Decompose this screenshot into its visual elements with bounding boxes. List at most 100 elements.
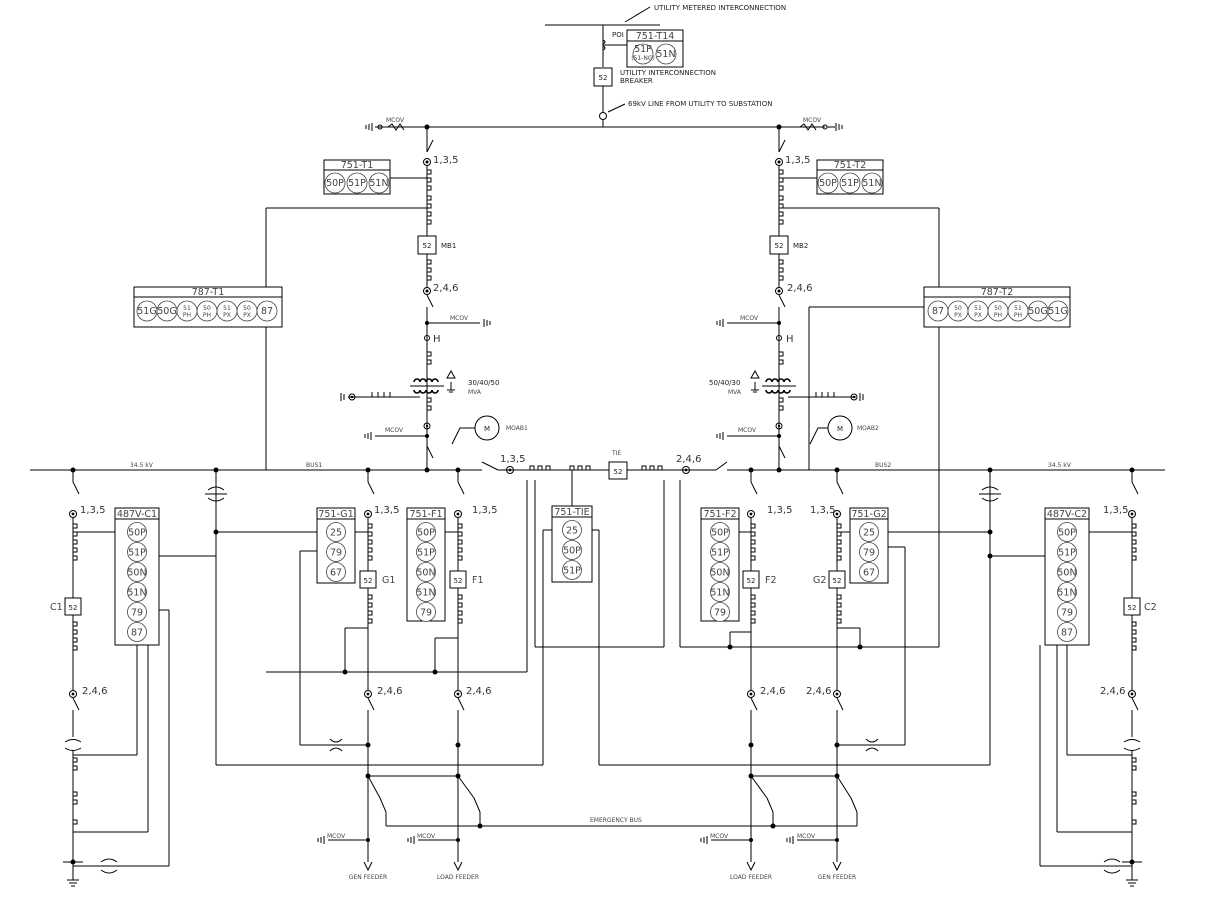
left-xfmr-rating: 30/40/50 xyxy=(468,379,499,387)
relay-func-circle xyxy=(1047,300,1069,322)
relay-title: 487V-C2 xyxy=(1047,509,1087,520)
relay-func: 87 xyxy=(261,306,273,317)
feeder-sw-bot-label: 2,4,6 xyxy=(806,686,831,697)
relay-func: 79 xyxy=(420,608,432,619)
relay-func: 51 xyxy=(183,305,191,312)
relay-title: 787-T1 xyxy=(192,287,225,298)
relay-func-circle xyxy=(127,562,147,582)
feeder-sw-top-label: 1,3,5 xyxy=(374,505,399,516)
relay-func: 51 xyxy=(974,305,982,312)
right-sw-bot-label: 2,4,6 xyxy=(787,283,812,294)
feeder-sw-top-label: 1,3,5 xyxy=(1103,505,1128,516)
relay-title: 751-T1 xyxy=(341,160,374,171)
utility-breaker-label-2: BREAKER xyxy=(620,77,653,85)
relay-func-circle xyxy=(127,522,147,542)
relay-func: 50G xyxy=(157,306,176,317)
relay-func: 51P xyxy=(1058,548,1076,559)
relay-func-sub: PH xyxy=(994,312,1002,319)
breaker-num: 52 xyxy=(364,577,373,585)
gen-feeder-left: GEN FEEDER xyxy=(349,874,387,881)
relay-func: 50P xyxy=(819,178,837,189)
relay-func-circle xyxy=(1057,522,1077,542)
relay-func-sub: PX xyxy=(954,312,962,319)
motor-symbol: M xyxy=(837,425,843,433)
breaker-c1-label: C1 xyxy=(50,602,63,613)
mcov-right-xfmr-bot: MCOV xyxy=(738,427,757,434)
right-sw-top-label: 1,3,5 xyxy=(785,155,810,166)
relay-func-circle xyxy=(710,602,730,622)
relay-func: 50 xyxy=(954,305,962,312)
feeder-sw-bot-label: 2,4,6 xyxy=(466,686,491,697)
relay-func: 79 xyxy=(330,548,342,559)
relay-func: 50P xyxy=(128,528,146,539)
relay-func-circle xyxy=(416,602,436,622)
relay-func-sub: (51-NG) xyxy=(631,55,655,62)
relay-func: 50 xyxy=(203,305,211,312)
relay-func: 25 xyxy=(330,528,342,539)
tie-label: TIE xyxy=(611,450,621,457)
bus-voltage-left: 34.5 kV xyxy=(130,462,154,469)
bus1-label: BUS1 xyxy=(306,462,322,469)
utility-section: UTILITY METERED INTERCONNECTION POI 751-… xyxy=(365,4,843,131)
relay-751-t14[interactable]: 751-T14 51P (51-NG) 51N xyxy=(626,29,684,68)
relay-751-t1[interactable]: 751-T1 50P 51P 51N xyxy=(323,159,391,195)
relay-func: 50P xyxy=(326,178,344,189)
utility-line-label: 69kV LINE FROM UTILITY TO SUBSTATION xyxy=(628,100,772,108)
relay-func-sub: PX xyxy=(974,312,982,319)
relay-func-circle xyxy=(562,540,582,560)
relay-func: 51N xyxy=(862,178,881,189)
relay-func: 50P xyxy=(1058,528,1076,539)
right-h-label: H xyxy=(786,334,794,345)
left-transformer-section: 1,3,5 751-T1 50P 51P 51N 52 MB1 2,4,6 xyxy=(133,127,528,470)
left-sw-bot-label: 2,4,6 xyxy=(433,283,458,294)
relay-func-circle xyxy=(127,622,147,642)
feeder-sw-top-label: 1,3,5 xyxy=(810,505,835,516)
right-transformer-section: 1,3,5 751-T2 50P 51P 51N 52 MB2 2,4,6 xyxy=(709,127,1071,470)
breaker-f1-label: F1 xyxy=(472,575,484,586)
relay-title: 751-G2 xyxy=(851,509,886,520)
breaker-g2-label: G2 xyxy=(813,575,826,586)
relay-func-circle xyxy=(416,542,436,562)
relay-751-t2[interactable]: 751-T2 50P 51P 51N xyxy=(816,159,884,195)
relay-func-sub: PX xyxy=(223,312,231,319)
relay-func: 51 xyxy=(223,305,231,312)
relay-func: 25 xyxy=(566,526,578,537)
tie-breaker[interactable] xyxy=(608,461,628,480)
relay-func: 79 xyxy=(131,608,143,619)
relay-func-circle xyxy=(326,562,346,582)
breaker-num: 52 xyxy=(833,577,842,585)
right-xfmr-unit: MVA xyxy=(728,389,742,396)
relay-func: 51N xyxy=(710,588,729,599)
mcov-right-xfmr-top: MCOV xyxy=(740,315,759,322)
relay-func: 51G xyxy=(1048,306,1067,317)
relay-func-circle xyxy=(1057,602,1077,622)
relay-func: 51 xyxy=(1014,305,1022,312)
relay-func-circle xyxy=(127,542,147,562)
relay-func: 51G xyxy=(137,306,156,317)
relay-func-circle xyxy=(859,562,879,582)
mcov-bottom-1: MCOV xyxy=(327,833,346,840)
relay-func-circle xyxy=(562,560,582,580)
bus-voltage-right: 34.5 kV xyxy=(1048,462,1072,469)
relay-func: 51P xyxy=(348,178,366,189)
relay-func: 79 xyxy=(714,608,726,619)
relay-func-sub: PH xyxy=(1014,312,1022,319)
left-h-label: H xyxy=(433,334,441,345)
relay-func-circle xyxy=(859,522,879,542)
relay-func: 50N xyxy=(416,568,435,579)
relay-wiring xyxy=(73,470,1132,766)
relay-func: 50P xyxy=(417,528,435,539)
breaker-num: 52 xyxy=(1128,604,1137,612)
tie-sw-left: 1,3,5 xyxy=(500,454,525,465)
